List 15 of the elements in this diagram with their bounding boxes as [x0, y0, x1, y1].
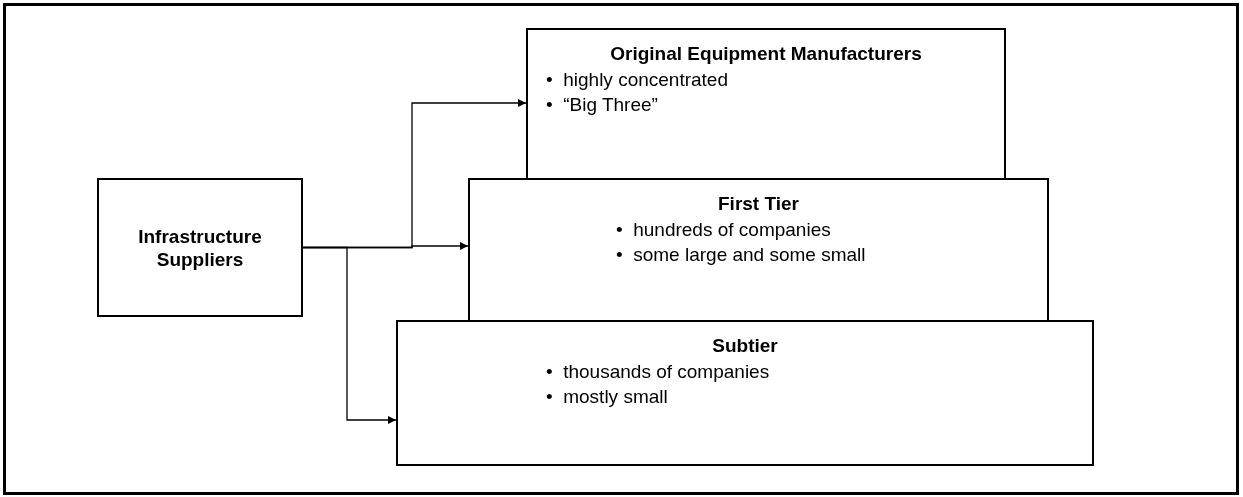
bullet-item: • “Big Three” [546, 93, 658, 117]
box-heading: First Tier [717, 192, 800, 215]
bullet-item: • thousands of companies [546, 360, 770, 384]
process-box [97, 178, 303, 317]
connector-arrow [302, 246, 397, 424]
box-heading: Subtier [711, 334, 779, 357]
box-heading: Infrastructure Suppliers [137, 224, 263, 271]
bullet-item: • hundreds of companies [616, 218, 831, 242]
process-box [526, 28, 1006, 180]
process-box [396, 320, 1094, 466]
bullet-item: • some large and some small [616, 243, 866, 267]
bullet-item: • mostly small [546, 385, 668, 409]
process-box [468, 178, 1049, 322]
bullet-item: • highly concentrated [546, 68, 728, 92]
box-heading: Original Equipment Manufacturers [609, 42, 923, 65]
